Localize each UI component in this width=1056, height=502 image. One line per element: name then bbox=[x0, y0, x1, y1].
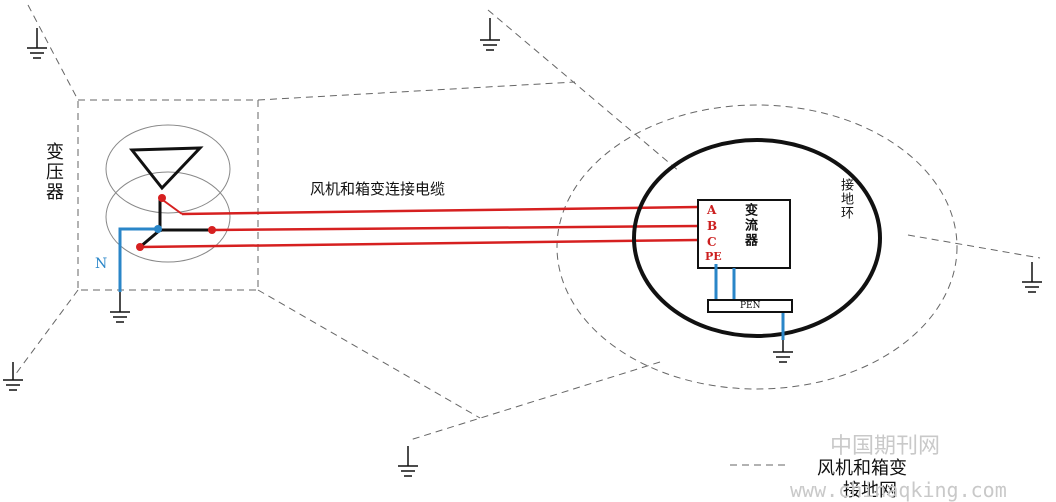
ground-icon bbox=[3, 362, 23, 391]
converter-label: 变流器 bbox=[742, 203, 757, 248]
ground-icon bbox=[27, 28, 47, 59]
converter-box bbox=[697, 199, 791, 269]
grounding-network-dashed bbox=[14, 4, 1041, 466]
cable-label: 风机和箱变连接电缆 bbox=[310, 180, 446, 198]
neutral-wire bbox=[118, 227, 158, 292]
legend-label-line1: 风机和箱变 bbox=[817, 458, 907, 479]
watermark-title: 中国期刊网 bbox=[830, 434, 941, 459]
legend-label-line2: 接地网 bbox=[843, 480, 897, 501]
transformer-windings bbox=[105, 124, 231, 263]
pe-label: PE bbox=[705, 250, 722, 263]
phase-cables bbox=[139, 205, 699, 249]
pen-bar bbox=[707, 299, 793, 313]
ground-icon bbox=[110, 292, 130, 323]
phase-b-label: B bbox=[707, 219, 718, 233]
ground-ring bbox=[632, 138, 882, 338]
neutral-label: N bbox=[95, 256, 108, 272]
transformer-label: 变压器 bbox=[43, 142, 64, 202]
phase-c-label: C bbox=[707, 235, 717, 249]
pen-label: PEN bbox=[740, 301, 761, 311]
watermark-url: www.chinaqking.com bbox=[790, 478, 1007, 502]
ground-icon bbox=[398, 446, 418, 477]
ground-ring-label: 接地环 bbox=[838, 178, 853, 220]
ground-icon bbox=[773, 340, 793, 363]
ground-icon bbox=[1022, 262, 1042, 293]
ground-icon bbox=[480, 18, 500, 51]
phase-a-label: A bbox=[707, 203, 717, 217]
